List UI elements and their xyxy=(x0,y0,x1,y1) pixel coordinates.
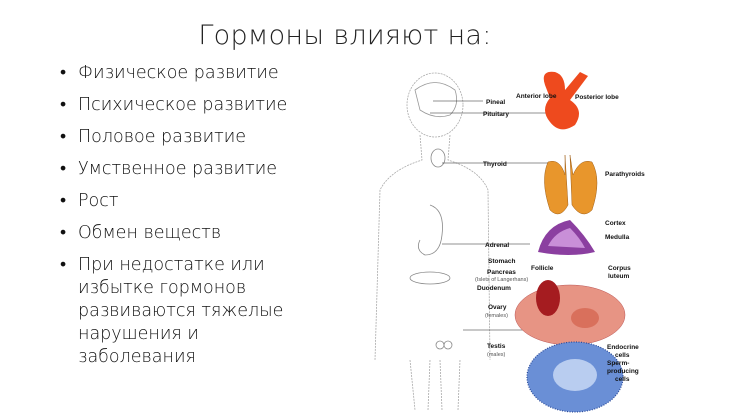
bullet-item: Умственное развитие xyxy=(58,158,318,181)
ovary xyxy=(514,284,626,346)
label-parathyroids: Parathyroids xyxy=(605,171,645,178)
bullet-list: Физическое развитие Психическое развитие… xyxy=(58,62,318,378)
label-ovary: Ovary xyxy=(488,304,507,311)
label-producing: producing xyxy=(607,368,639,375)
label-males: (males) xyxy=(487,352,506,358)
endocrine-diagram: Pineal Pituitary Anterior lobe Posterior… xyxy=(374,71,645,413)
label-anterior-lobe: Anterior lobe xyxy=(516,93,557,100)
label-pineal: Pineal xyxy=(486,99,505,106)
label-testis: Testis xyxy=(487,343,506,350)
adrenal-medulla xyxy=(548,228,585,248)
label-adrenal: Adrenal xyxy=(485,242,509,249)
label-posterior-lobe: Posterior lobe xyxy=(575,94,619,101)
label-stomach: Stomach xyxy=(488,258,515,265)
label-duodenum: Duodenum xyxy=(477,285,511,292)
bullet-item: Обмен веществ xyxy=(58,222,318,245)
corpus-luteum-mark xyxy=(571,308,599,328)
label-medulla: Medulla xyxy=(605,234,630,241)
label-females: (females) xyxy=(485,313,508,319)
testis-lumen xyxy=(553,359,597,391)
label-pituitary: Pituitary xyxy=(483,111,509,118)
body-outline xyxy=(374,72,491,411)
label-pancreas: Pancreas xyxy=(487,269,516,276)
bullet-item: Психическое развитие xyxy=(58,94,318,117)
bullet-item: Половое развитие xyxy=(58,126,318,149)
label-endocrine-cells: cells xyxy=(615,352,630,359)
label-islets: (Islets of Langerhans) xyxy=(475,277,528,283)
pituitary-gland xyxy=(543,71,588,130)
label-thyroid: Thyroid xyxy=(483,161,507,168)
label-endocrine: Endocrine xyxy=(607,344,639,351)
bullet-item: Рост xyxy=(58,190,318,213)
diagram-labels: Pineal Pituitary Anterior lobe Posterior… xyxy=(475,93,645,383)
follicle-mark xyxy=(536,280,560,316)
label-corpus: Corpus xyxy=(608,265,631,272)
thyroid-gland xyxy=(544,154,598,215)
bullet-item: Физическое развитие xyxy=(58,62,318,85)
label-sperm: Sperm- xyxy=(607,360,629,367)
pointer-lines xyxy=(430,100,550,331)
label-follicle: Follicle xyxy=(531,265,554,272)
label-cortex: Cortex xyxy=(605,220,626,227)
bullet-item: При недостатке или избытке гормонов разв… xyxy=(58,254,318,369)
slide-title: Гормоны влияют на: xyxy=(198,20,492,51)
label-sperm-cells: cells xyxy=(615,376,630,383)
label-luteum: luteum xyxy=(608,273,630,280)
